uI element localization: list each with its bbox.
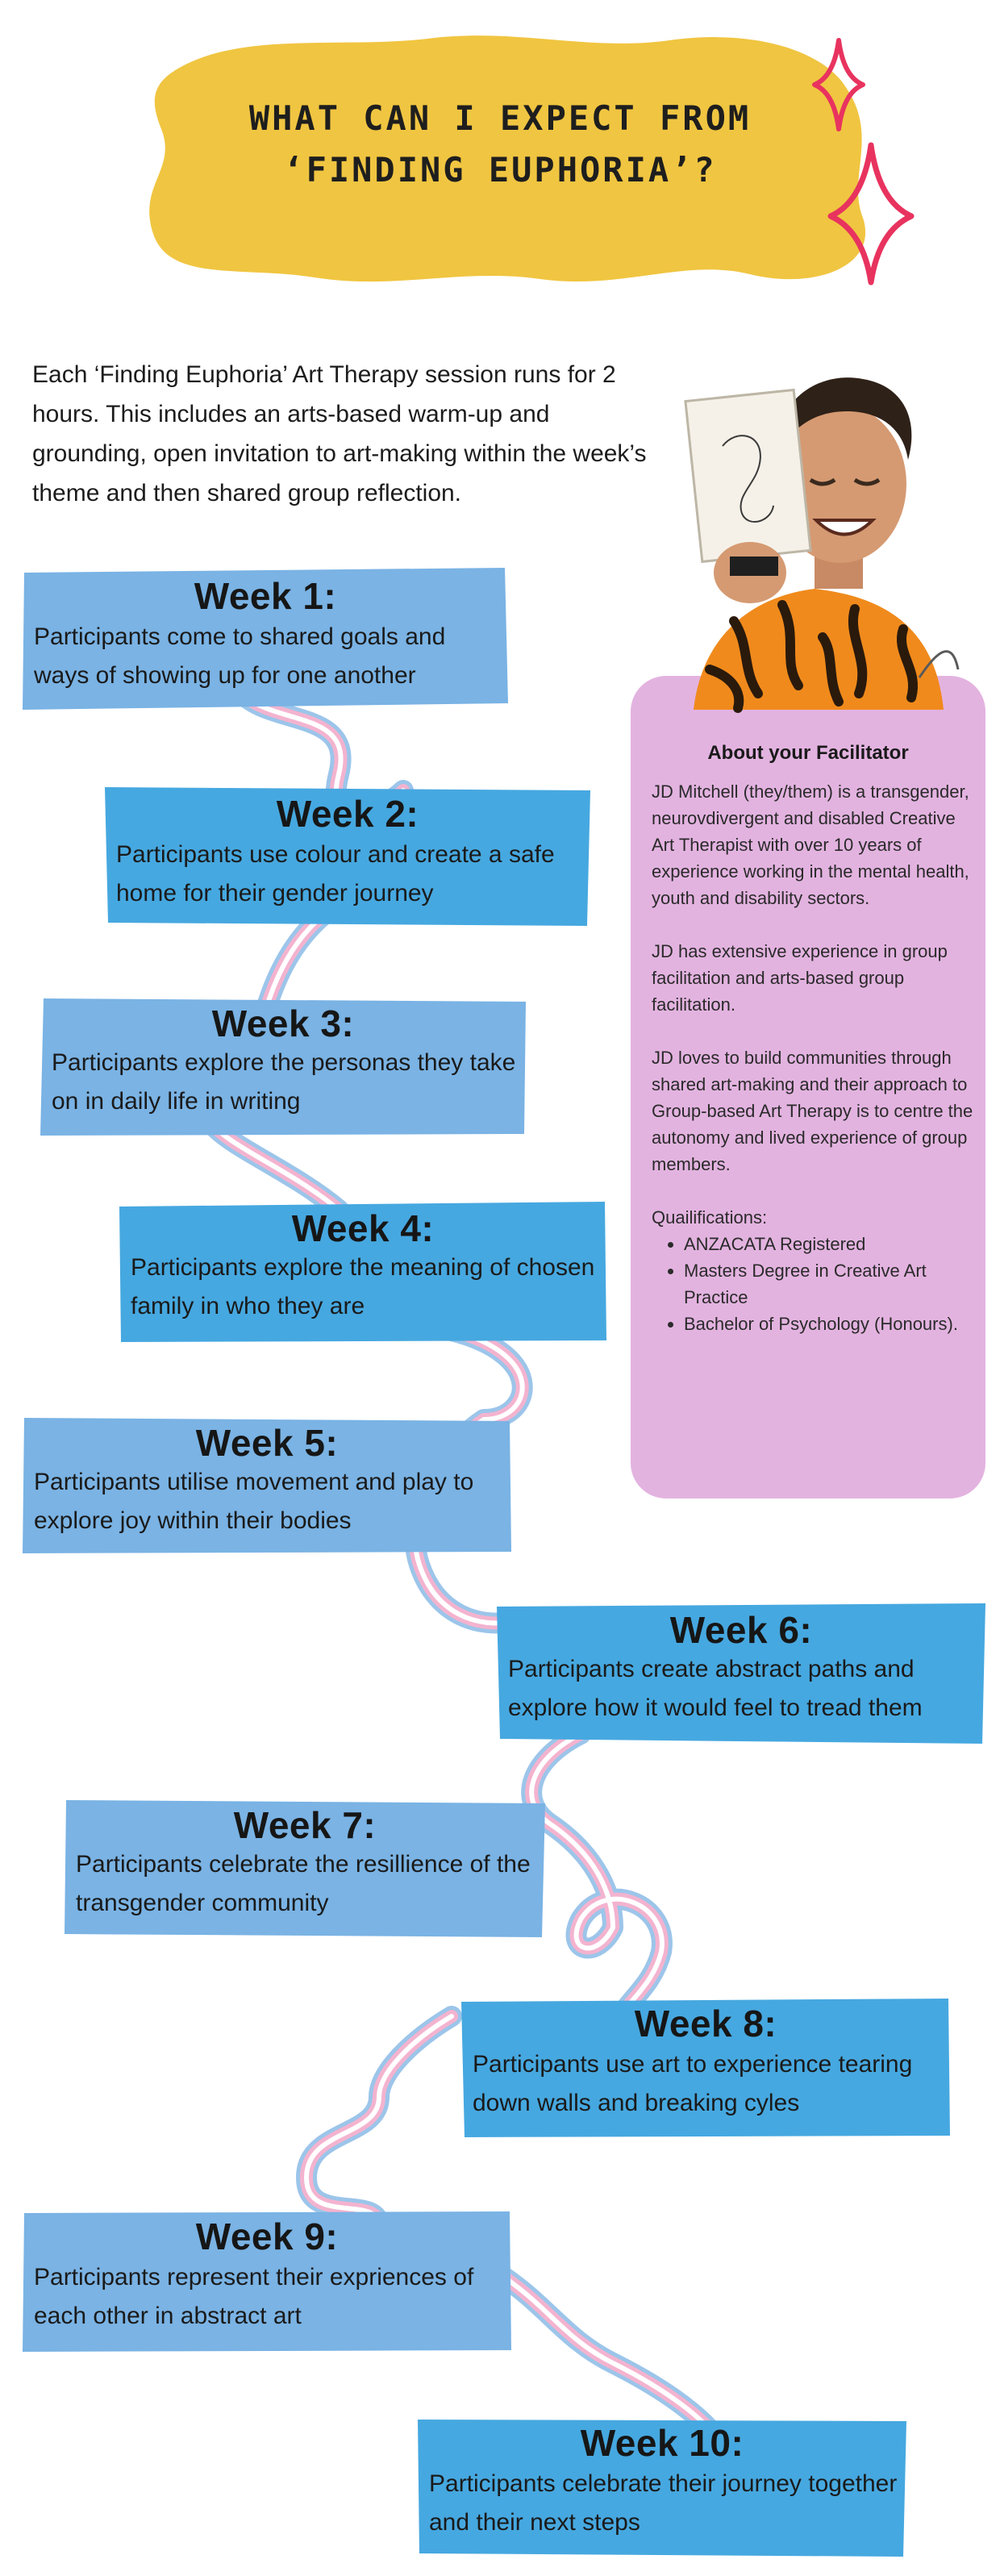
week-title: Week 7: [233, 1804, 377, 1846]
week-description: Participants celebrate the resillience o… [76, 1851, 531, 1916]
week-description: Participants celebrate their journey tog… [429, 2470, 898, 2536]
facilitator-body: JD Mitchell (they/them) is a transgender… [652, 778, 974, 1337]
qualifications-label: Quailifications: [652, 1207, 768, 1228]
week-description: Participants use colour and create a saf… [116, 841, 555, 907]
facilitator-approach: JD loves to build communities through sh… [652, 1048, 973, 1174]
facilitator-photo [684, 377, 960, 713]
week-title: Week 2: [276, 793, 419, 835]
week-title: Week 1: [194, 575, 337, 617]
title-line-2: ‘FINDING EUPHORIA’? [283, 150, 717, 190]
week-description: Participants come to shared goals and wa… [34, 623, 446, 689]
week-title: Week 3: [211, 1002, 355, 1044]
qualification-item: ANZACATA Registered [684, 1231, 974, 1257]
week-title: Week 6: [669, 1609, 813, 1651]
facilitator-experience: JD has extensive experience in group fac… [652, 941, 948, 1015]
week-card-6: Week 6: Participants create abstract pat… [495, 1602, 987, 1745]
week-description: Participants explore the meaning of chos… [131, 1254, 595, 1319]
title-blob [149, 35, 866, 282]
week-title: Week 8: [634, 2003, 777, 2045]
week-title: Week 5: [195, 1422, 339, 1464]
week-description: Participants represent their expriences … [34, 2264, 474, 2329]
week-title: Week 9: [195, 2215, 339, 2257]
week-card-4: Week 4: Participants explore the meaning… [118, 1200, 608, 1344]
week-description: Participants utilise movement and play t… [34, 1469, 474, 1534]
week-card-1: Week 1: Participants come to shared goal… [21, 566, 510, 711]
week-card-3: Week 3: Participants explore the persona… [39, 997, 527, 1137]
week-description: Participants create abstract paths and e… [508, 1656, 923, 1721]
week-card-8: Week 8: Participants use art to experien… [460, 1997, 952, 2139]
week-card-9: Week 9: Participants represent their exp… [21, 2210, 513, 2353]
week-card-10: Week 10: Participants celebrate their jo… [416, 2416, 908, 2558]
intro-paragraph: Each ‘Finding Euphoria’ Art Therapy sess… [32, 361, 647, 506]
qualifications-list: ANZACATA Registered Masters Degree in Cr… [652, 1231, 974, 1337]
week-card-7: Week 7: Participants celebrate the resil… [63, 1799, 547, 1939]
facilitator-panel [631, 676, 985, 1498]
week-description: Participants explore the personas they t… [52, 1049, 516, 1115]
qualification-item: Masters Degree in Creative Art Practice [684, 1257, 974, 1311]
facilitator-heading: About your Facilitator [707, 742, 909, 764]
page-title: WHAT CAN I EXPECT FROM ‘FINDING EUPHORIA… [161, 93, 839, 196]
week-card-5: Week 5: Participants utilise movement an… [21, 1416, 513, 1555]
week-description: Participants use art to experience teari… [473, 2051, 913, 2116]
week-title: Week 4: [291, 1207, 435, 1249]
week-card-2: Week 2: Participants use colour and crea… [103, 784, 592, 929]
qualification-item: Bachelor of Psychology (Honours). [684, 1311, 974, 1337]
title-line-1: WHAT CAN I EXPECT FROM [248, 98, 752, 138]
sparkle-icon [812, 38, 915, 286]
facilitator-bio: JD Mitchell (they/them) is a transgender… [652, 782, 969, 908]
week-title: Week 10: [580, 2422, 744, 2464]
